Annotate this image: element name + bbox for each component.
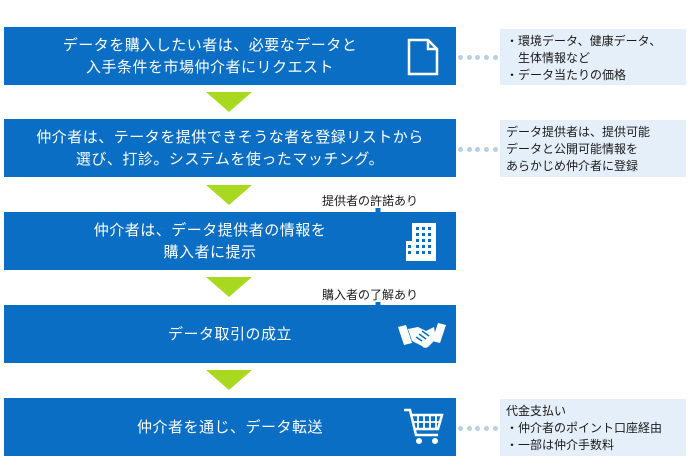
connector-dots-2 <box>456 146 500 152</box>
condition-label-2: 購入者の了解あり <box>322 288 419 302</box>
note-1: ・環境データ、健康データ、 生体情報など ・データ当たりの価格 <box>500 29 686 85</box>
flow-arrow-4 <box>206 370 252 390</box>
condition-label-1: 提供者の許諾あり <box>322 194 419 208</box>
note-2: データ提供者は、提供可能 データと公開可能情報を あらかじめ仲介者に登録 <box>500 120 686 177</box>
step-2-box: 仲介者は、テータを提供できそうな者を登録リストから 選び、打診。システムを使った… <box>4 119 456 177</box>
connector-dots-3 <box>456 425 500 431</box>
document-icon <box>407 38 439 76</box>
step-3-text: 仲介者は、データ提供者の情報を 購入者に提示 <box>93 221 327 261</box>
step-2-text: 仲介者は、テータを提供できそうな者を登録リストから 選び、打診。システムを使った… <box>36 128 424 168</box>
flow-arrow-2 <box>206 185 252 205</box>
step-1-box: データを購入したい者は、必要なデータと 入手条件を市場仲介者にリクエスト <box>4 27 456 85</box>
flow-arrow-1 <box>206 92 252 112</box>
shopping-cart-icon <box>404 408 444 444</box>
building-icon <box>406 223 436 261</box>
step-1-text: データを購入したい者は、必要なデータと 入手条件を市場仲介者にリクエスト <box>62 36 358 76</box>
step-5-text: 仲介者を通じ、データ転送 <box>136 418 323 436</box>
step-4-text: データ取引の成立 <box>167 325 292 343</box>
flow-arrow-3 <box>206 277 252 297</box>
step-5-box: 仲介者を通じ、データ転送 <box>4 398 456 456</box>
step-3-box: 仲介者は、データ提供者の情報を 購入者に提示 <box>4 212 456 270</box>
connector-dots-1 <box>456 54 500 60</box>
handshake-icon <box>398 323 446 348</box>
step-4-box: データ取引の成立 <box>4 305 456 363</box>
note-3: 代金支払い ・仲介者のポイント口座経由 ・一部は仲介手数料 <box>500 399 686 456</box>
